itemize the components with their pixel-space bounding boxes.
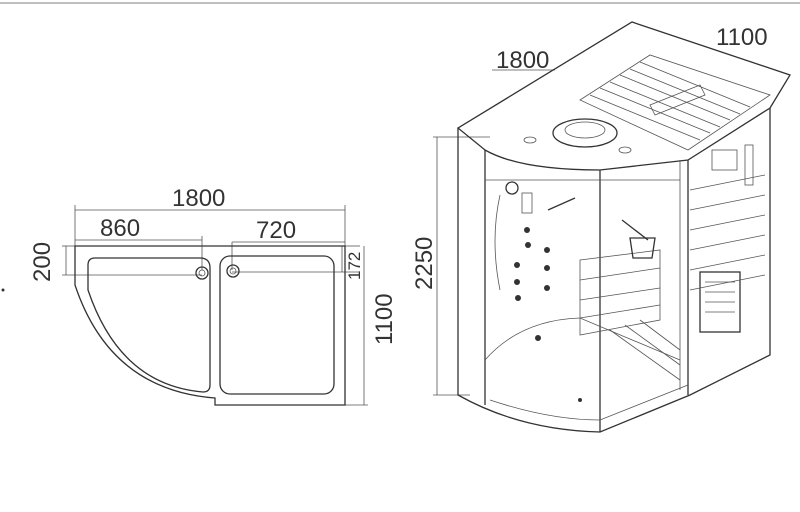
shower-head-icon — [505, 181, 519, 195]
dim-total-depth: 1100 — [371, 293, 398, 345]
perspective-view: 2250 1800 1100 — [411, 21, 791, 433]
dim-height: 2250 — [411, 237, 438, 290]
dim-total-width: 1800 — [172, 185, 225, 212]
sauna-control-panel — [711, 149, 738, 171]
dim-left-width: 860 — [100, 215, 140, 242]
control-panel — [521, 192, 533, 214]
shower-tray — [484, 317, 689, 421]
tray-outline — [74, 245, 346, 406]
right-basin — [219, 255, 335, 395]
massage-jets — [514, 227, 582, 402]
sauna-bucket — [629, 237, 656, 259]
roof-light — [552, 118, 618, 148]
sauna-heater — [699, 271, 741, 333]
cabin-roof — [456, 21, 791, 171]
cabin-body — [457, 108, 771, 433]
dim-width: 1800 — [496, 47, 549, 74]
dim-depth: 1100 — [716, 24, 768, 51]
plan-view: 1800 860 720 200 172 1100 — [29, 185, 398, 406]
roof-vent — [649, 84, 706, 116]
shelf — [547, 197, 576, 211]
left-basin — [87, 257, 211, 393]
dim-right-depth: 172 — [345, 252, 364, 280]
edge-mark — [1, 288, 5, 292]
roof-slats — [589, 61, 751, 141]
sauna-wall-slats — [689, 174, 766, 291]
left-drain — [195, 266, 209, 280]
dim-right-width: 720 — [256, 217, 296, 244]
shower-hose — [494, 194, 501, 291]
dim-left-depth: 200 — [29, 242, 56, 282]
sauna-bench — [579, 249, 681, 381]
right-drain — [226, 264, 240, 278]
